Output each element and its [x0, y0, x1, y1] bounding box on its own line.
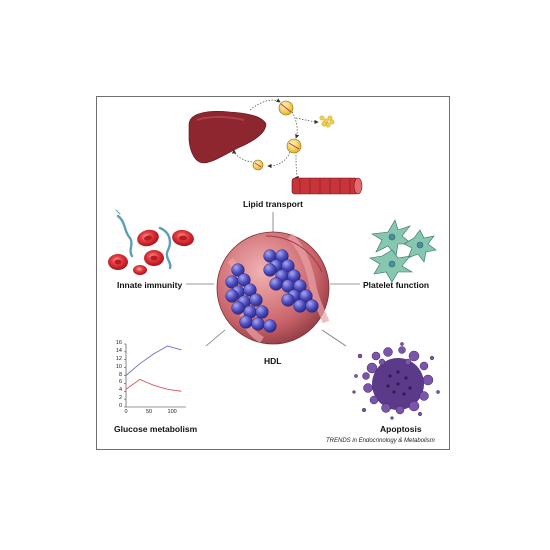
apoptotic-body [354, 374, 358, 378]
apolipoprotein-sphere [231, 301, 245, 315]
journal-credit: TRENDS in Endocrinology & Metabolism [326, 438, 435, 444]
apoptotic-bleb [419, 361, 429, 371]
apolipoprotein-sphere [275, 249, 289, 263]
apolipoprotein-sphere [293, 299, 307, 313]
apoptotic-bleb [422, 374, 434, 386]
glucose-series-red [125, 378, 182, 392]
apolipoprotein-spheres [225, 249, 319, 333]
glucose-chart [124, 343, 186, 408]
y-tick-label: 0 [118, 403, 122, 409]
apolipoprotein-sphere [287, 269, 301, 283]
y-tick-label: 2 [118, 395, 122, 402]
apoptotic-body [357, 353, 363, 359]
apoptotic-bleb [395, 405, 405, 415]
chromatin-dot [396, 370, 400, 374]
chromatin-dot [402, 392, 406, 396]
glucose-series-blue [125, 345, 182, 376]
y-tick-label: 6 [118, 379, 122, 386]
apolipoprotein-sphere [243, 283, 257, 297]
y-tick-label: 12 [115, 355, 122, 362]
lipoprotein-icon [252, 100, 335, 171]
label-hdl: HDL [264, 356, 282, 366]
label-apoptosis: Apoptosis [380, 424, 422, 434]
apoptotic-body [400, 342, 404, 346]
label-glucose-metabolism: Glucose metabolism [114, 424, 198, 434]
y-tick-label: 14 [115, 347, 122, 354]
apolipoprotein-sphere [251, 317, 265, 331]
apolipoprotein-sphere [239, 315, 253, 329]
apoptotic-body [361, 407, 367, 413]
apolipoprotein-sphere [255, 305, 269, 319]
chromatin-dot [408, 386, 412, 390]
chromatin-dot [396, 382, 400, 386]
apolipoprotein-sphere [281, 293, 295, 307]
apoptotic-bleb [408, 400, 420, 412]
label-platelet-function: Platelet function [363, 280, 430, 290]
apolipoprotein-sphere [263, 263, 277, 277]
y-tick-label: 8 [118, 371, 122, 378]
apoptotic-bleb [366, 362, 378, 374]
label-lipid-transport: Lipid transport [243, 199, 303, 209]
hdl-particle-icon [216, 231, 330, 345]
apolipoprotein-sphere [237, 273, 251, 287]
apolipoprotein-sphere [263, 319, 277, 333]
apoptotic-bleb [371, 351, 381, 361]
apoptotic-body [436, 390, 440, 394]
apolipoprotein-sphere [305, 299, 319, 313]
lipid-cycle-arrows [231, 98, 319, 181]
apolipoprotein-sphere [249, 293, 263, 307]
trypanosome-icon [115, 209, 172, 270]
apoptotic-bleb [363, 383, 373, 393]
x-tick-label: 100 [167, 409, 177, 415]
apolipoprotein-sphere [293, 279, 307, 293]
apoptotic-body [417, 411, 423, 417]
red-blood-cell-icon [108, 229, 194, 275]
apoptotic-body [390, 416, 394, 420]
chromatin-dot [404, 376, 408, 380]
apoptotic-bleb [369, 395, 379, 405]
y-tick-label: 4 [118, 387, 122, 394]
chromatin-dot [392, 390, 396, 394]
apoptotic-body [352, 390, 356, 394]
apoptotic-bleb [398, 346, 406, 354]
connector-lines [186, 212, 360, 347]
platelet-icon [369, 219, 437, 283]
liver-icon [188, 111, 267, 164]
apoptotic-bleb [419, 391, 429, 401]
apoptotic-bleb [408, 350, 420, 362]
apolipoprotein-sphere [225, 289, 239, 303]
apoptotic-bleb [381, 403, 391, 413]
apoptotic-body [429, 355, 435, 361]
apoptotic-cell-icon [352, 342, 440, 420]
x-tick-label: 50 [146, 409, 153, 415]
apoptotic-bleb [404, 358, 412, 366]
apolipoprotein-sphere [231, 263, 245, 277]
apolipoprotein-sphere [299, 289, 313, 303]
x-tick-label: 0 [124, 409, 128, 415]
y-tick-label: 10 [115, 363, 122, 370]
label-innate-immunity: Innate immunity [117, 280, 183, 290]
chromatin-dot [388, 374, 392, 378]
apoptotic-bleb [362, 372, 370, 380]
y-tick-label: 16 [115, 340, 122, 346]
apolipoprotein-sphere [281, 259, 295, 273]
blood-vessel-icon [291, 177, 363, 195]
apolipoprotein-sphere [269, 277, 283, 291]
apoptotic-bleb [383, 347, 393, 357]
chromatin-dot [386, 384, 390, 388]
apoptotic-bleb [378, 358, 386, 366]
